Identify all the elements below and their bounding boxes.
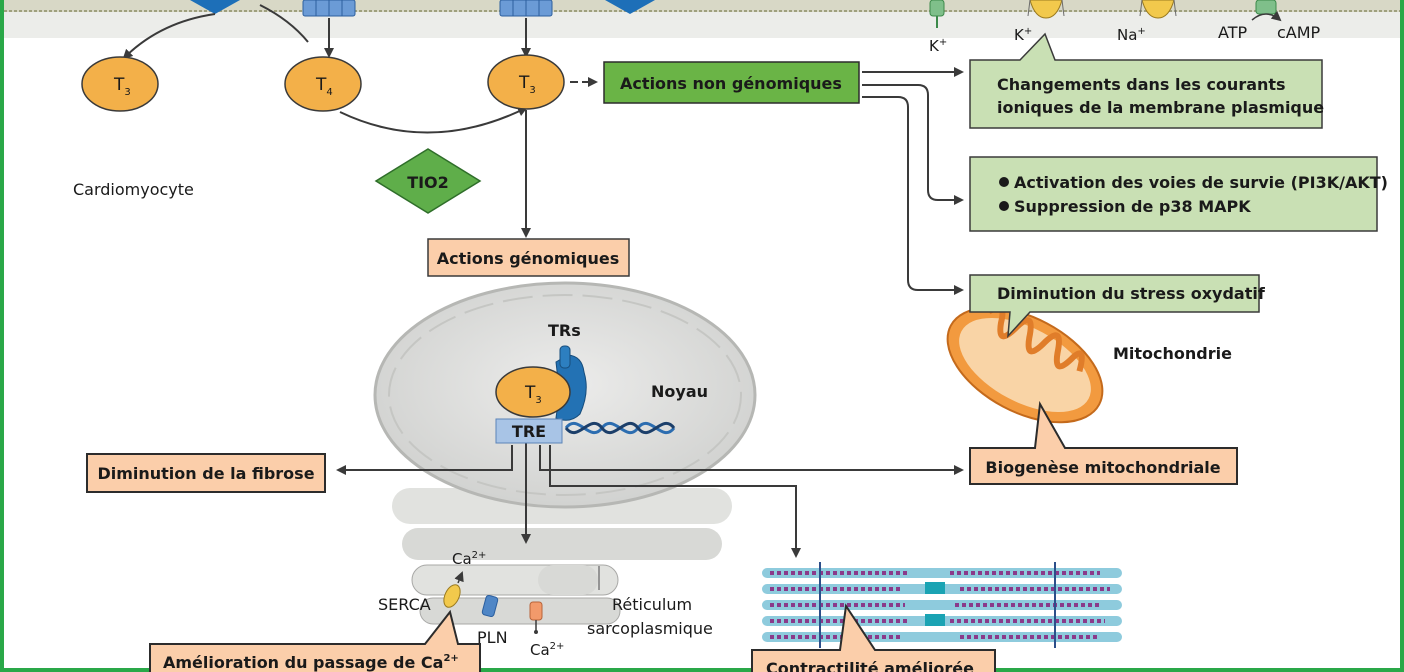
atp-label: ATP: [1218, 23, 1247, 42]
box-biogenese: Biogenèse mitochondriale: [969, 400, 1238, 485]
box-ionic-currents: Changements dans les courants ioniques d…: [969, 32, 1324, 129]
box-actions-non-genomiques: Actions non génomiques: [603, 61, 860, 104]
svg-text:T3: T3: [113, 75, 131, 98]
arrow-to-fibrosis: [336, 445, 513, 475]
na-ion-label: Na+: [1117, 26, 1146, 44]
thyroid-transporter-left: [302, 0, 356, 17]
ca-bottom-label: Ca2+: [530, 641, 564, 659]
deiodinase-diamond-left: [190, 0, 240, 14]
arrow-t4-to-t3-conversion: [339, 107, 528, 134]
svg-text:TRE: TRE: [512, 422, 546, 441]
camp-label: cAMP: [1277, 23, 1321, 42]
svg-text:Diminution de la fibrose: Diminution de la fibrose: [97, 464, 314, 483]
pln-label: PLN: [477, 628, 508, 647]
svg-text:Biogenèse mitochondriale: Biogenèse mitochondriale: [985, 458, 1220, 477]
arrow-membrane-to-t4: [259, 4, 309, 43]
reticulum-label-line1: Réticulum: [612, 595, 692, 614]
dna-helix: [564, 421, 676, 435]
svg-text:Activation des voies de survie: Activation des voies de survie (PI3K/AKT…: [1014, 173, 1388, 192]
k-ion-label: K+: [1014, 26, 1032, 44]
svg-text:Suppression de p38 MAPK: Suppression de p38 MAPK: [1014, 197, 1251, 216]
myofibrils: [762, 562, 1122, 648]
ca-top-label: Ca2+: [452, 550, 486, 568]
mitochondrie-label: Mitochondrie: [1113, 344, 1232, 363]
tre-element: TRE: [495, 418, 563, 444]
box-survival-pathways: Activation des voies de survie (PI3K/AKT…: [969, 156, 1388, 232]
box-contractilite: Contractilité améliorée: [751, 603, 996, 672]
k-pump: [1027, 0, 1065, 19]
arrow-to-biogenesis: [539, 445, 964, 475]
box-actions-genomiques: Actions génomiques: [427, 238, 630, 277]
bullet-icon: [999, 201, 1009, 211]
arrow-to-survival-pathways: [862, 84, 964, 205]
tio2-enzyme: TIO2: [374, 148, 482, 214]
svg-text:ioniques de la membrane plasmi: ioniques de la membrane plasmique: [997, 98, 1324, 117]
k-channel-label: K+: [929, 37, 947, 55]
adenylyl-cyclase: [1251, 0, 1282, 22]
k-channel: [929, 0, 945, 28]
cardiomyocyte-label: Cardiomyocyte: [73, 180, 194, 199]
svg-text:Actions non génomiques: Actions non génomiques: [620, 74, 842, 93]
thyroid-transporter-right: [499, 0, 553, 17]
pln-protein: [481, 594, 499, 618]
svg-text:Contractilité améliorée: Contractilité améliorée: [766, 659, 974, 672]
na-pump: [1139, 0, 1177, 19]
mitochondrion: [946, 304, 1104, 424]
serca-label: SERCA: [378, 595, 431, 614]
box-oxidative-stress: Diminution du stress oxydatif: [969, 274, 1266, 339]
box-fibrose: Diminution de la fibrose: [86, 453, 326, 493]
arrow-to-contractility: [549, 445, 801, 558]
serca-pump: [443, 571, 464, 608]
trs-label: TRs: [548, 321, 581, 340]
svg-text:T3: T3: [524, 383, 542, 406]
deiodinase-diamond-right: [605, 0, 655, 14]
svg-text:T3: T3: [518, 73, 536, 96]
t3-hormone-center: T3: [487, 54, 565, 110]
svg-text:TIO2: TIO2: [407, 173, 449, 192]
t4-hormone: T4: [284, 56, 362, 112]
box-passage-ca: Amélioration du passage de Ca2+: [149, 609, 481, 672]
arrow-to-oxidative-stress: [862, 96, 964, 295]
bullet-icon: [999, 177, 1009, 187]
t3-hormone-nucleus: T3: [495, 366, 571, 418]
reticulum-label-line2: sarcoplasmique: [587, 619, 713, 638]
membrane-shadow: [4, 12, 1400, 38]
ryanodine-channel: [529, 601, 543, 634]
noyau-label: Noyau: [651, 382, 708, 401]
svg-text:Changements dans les courants: Changements dans les courants: [997, 75, 1286, 94]
svg-text:Diminution du stress oxydatif: Diminution du stress oxydatif: [997, 284, 1266, 303]
svg-text:T4: T4: [315, 75, 333, 98]
svg-text:Amélioration du passage de Ca2: Amélioration du passage de Ca2+: [163, 653, 459, 672]
svg-text:Actions génomiques: Actions génomiques: [437, 249, 620, 268]
t3-hormone-left: T3: [81, 56, 159, 112]
arrow-deiodinase-to-t3: [122, 13, 216, 60]
